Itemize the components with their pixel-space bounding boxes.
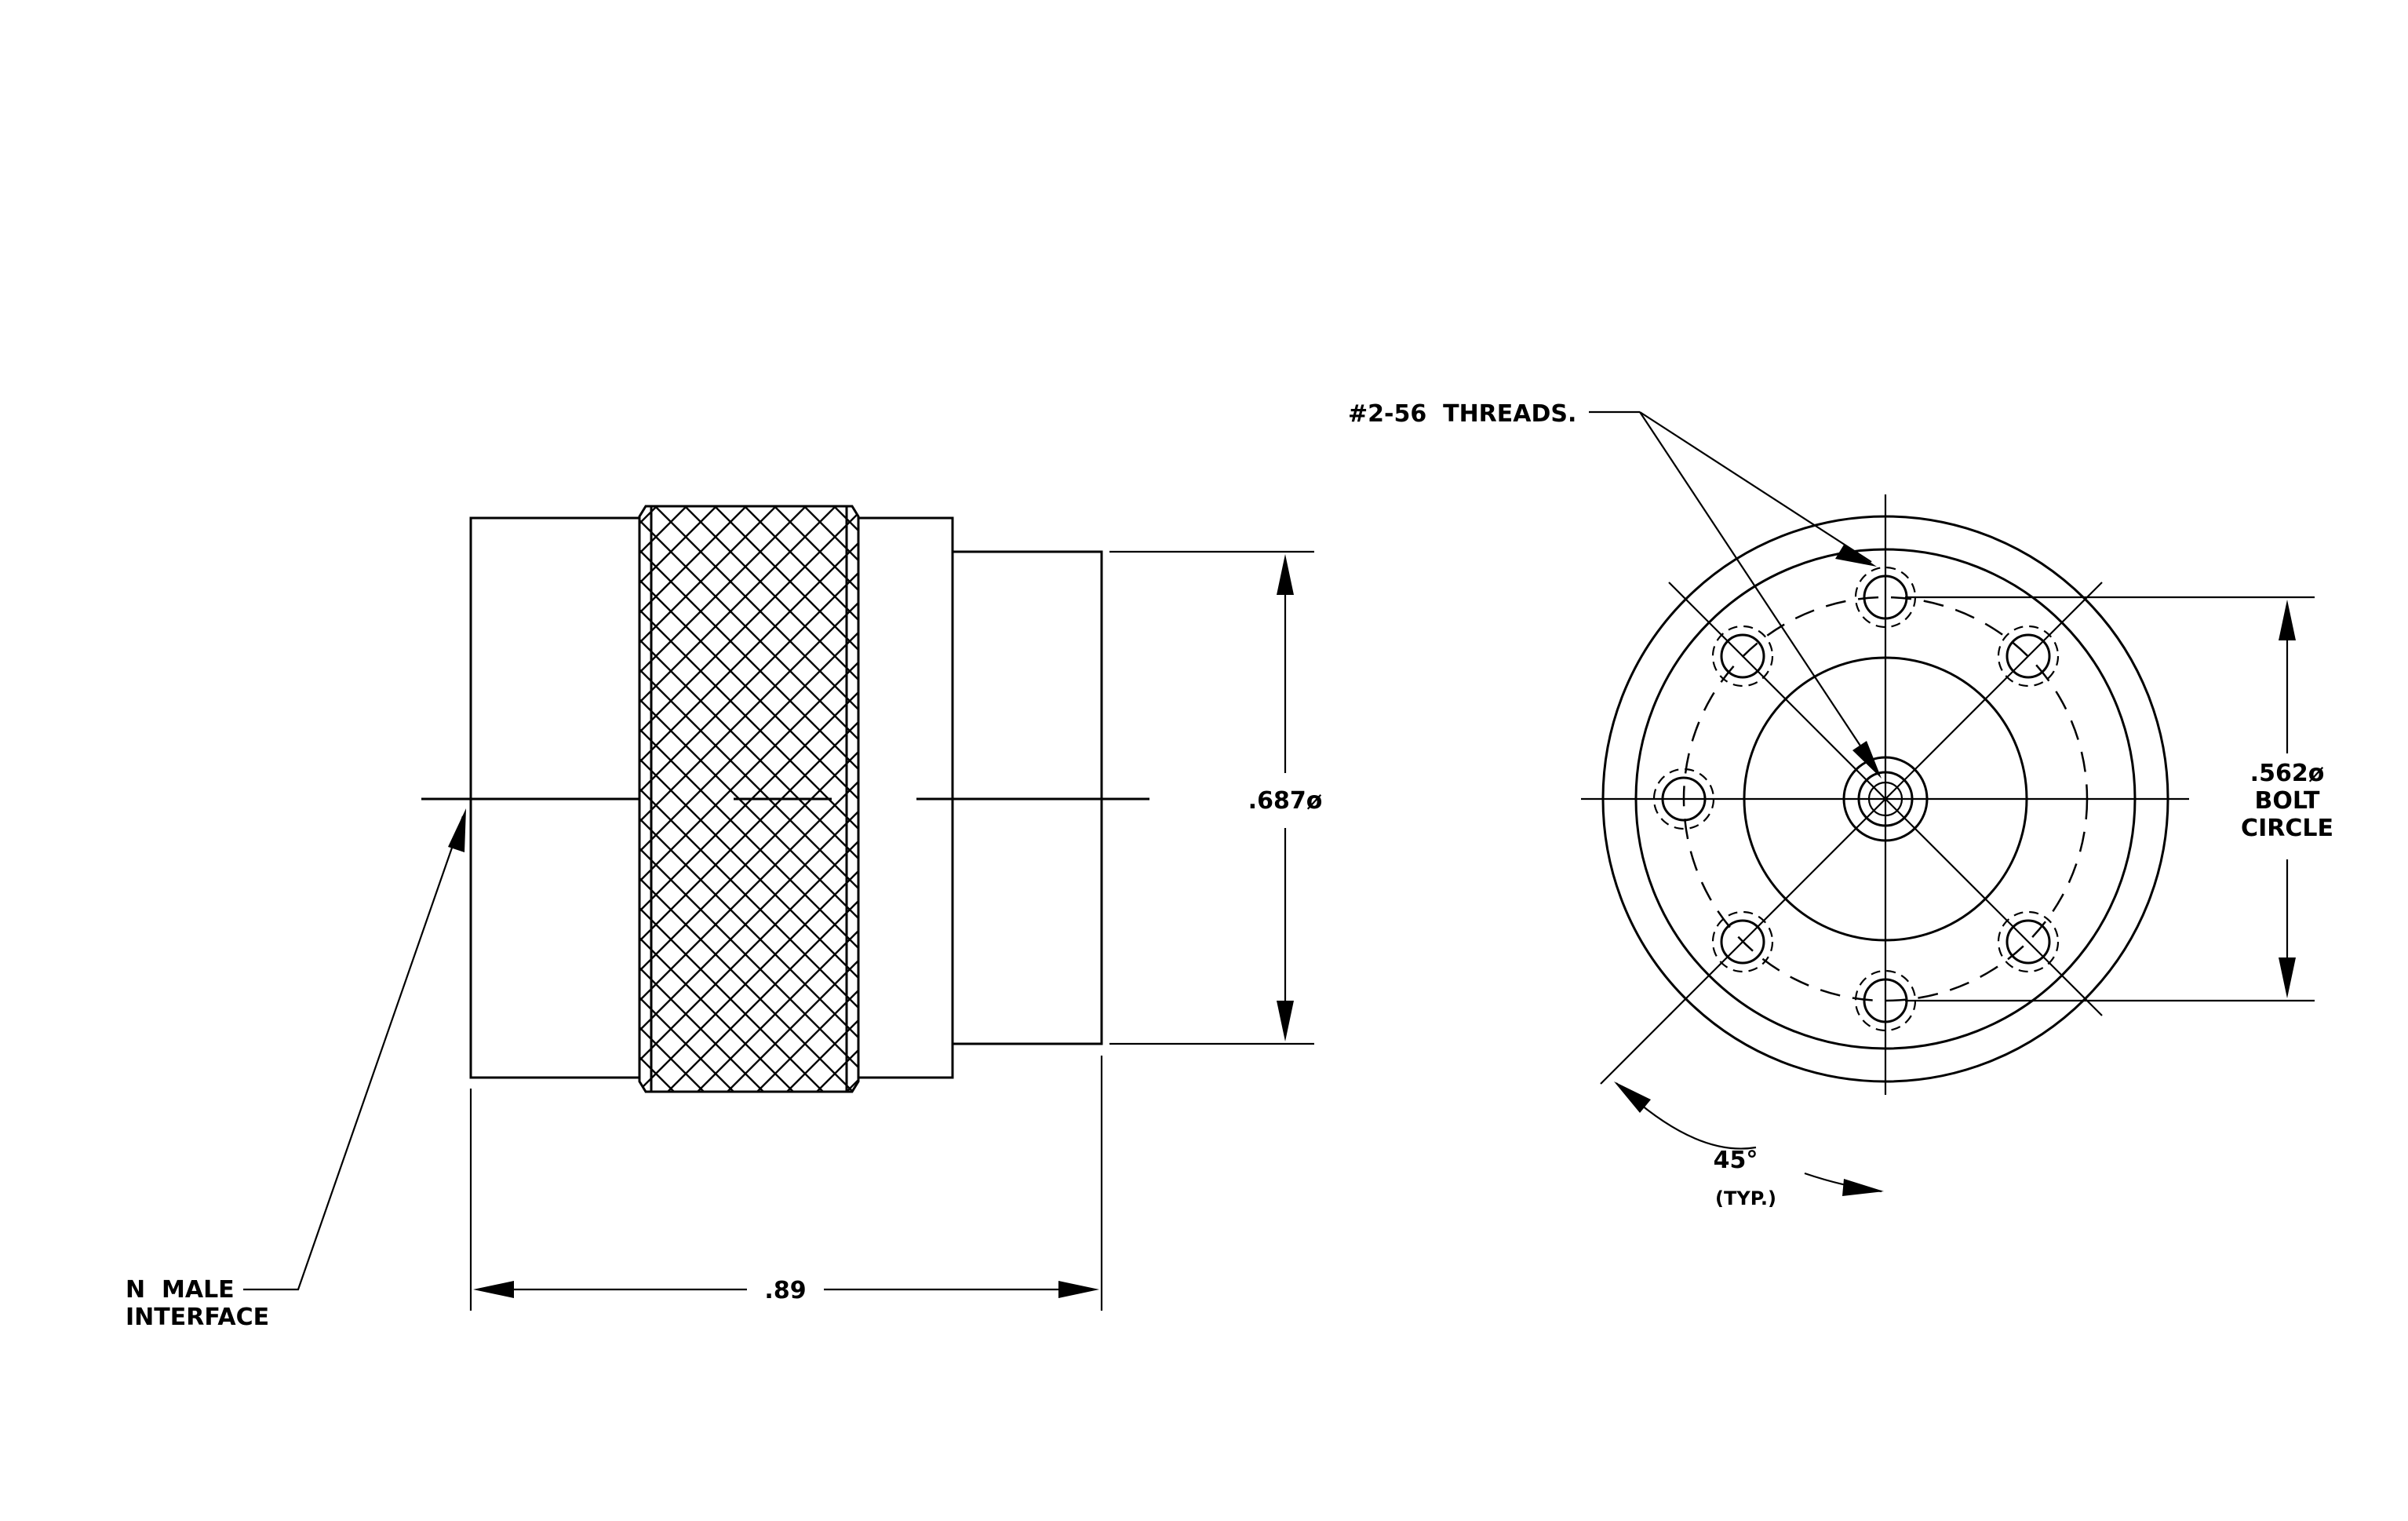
diameter-label: .687ø (1248, 787, 1323, 815)
front-view: #2-56 THREADS. .562ø BOLT CIRCLE 45° (TY… (1348, 400, 2333, 1209)
length-label: .89 (764, 1277, 806, 1304)
bolt-circle-label-line2: BOLT (2255, 787, 2321, 815)
angle-dimension: 45° (TYP.) (1600, 1012, 1884, 1209)
interface-label-line2: INTERFACE (126, 1304, 269, 1331)
bolt-circle-label-line3: CIRCLE (2241, 815, 2333, 842)
bolt-circle-dimension: .562ø BOLT CIRCLE (1905, 596, 2333, 1002)
interface-label-line1: N MALE (126, 1276, 235, 1304)
mounting-hole-top-right (1997, 625, 2060, 688)
thread-leader: #2-56 THREADS. (1348, 400, 1882, 779)
interface-leader: N MALE INTERFACE (126, 808, 466, 1331)
mounting-hole-top-left (1711, 625, 1774, 688)
mounting-hole-bottom-right (1997, 910, 2060, 973)
side-view: .687ø .89 N MALE INTERFACE (126, 505, 1323, 1331)
angle-label: 45° (1714, 1147, 1758, 1174)
length-dimension: .89 (469, 1056, 1103, 1311)
mounting-hole-bottom-left (1711, 910, 1774, 973)
front-centerlines (1581, 494, 2189, 1095)
angle-note: (TYP.) (1715, 1187, 1776, 1209)
bolt-circle-label-line1: .562ø (2250, 760, 2325, 787)
thread-label: #2-56 THREADS. (1348, 400, 1576, 428)
diameter-dimension: .687ø (1109, 550, 1323, 1045)
mounting-hole-left (1652, 768, 1715, 830)
